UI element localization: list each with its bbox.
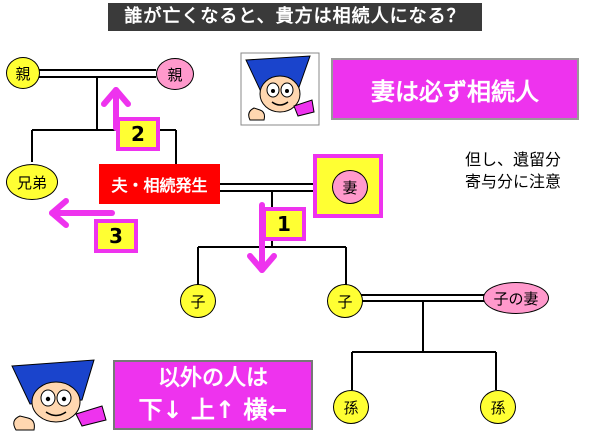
node-wife-label: 妻 [342,178,358,197]
node-child-spouse-label: 子の妻 [493,289,539,308]
callout-text: 妻は必ず相続人 [371,77,539,106]
node-child-spouse: 子の妻 [483,282,549,314]
step-3-label: 3 [109,224,123,248]
note-line-2: 寄与分に注意 [464,172,561,191]
node-grandchild-right: 孫 [480,390,516,424]
page-title: 誰が亡くなると、貴方は相続人になる？ [108,3,482,31]
node-sibling: 兄弟 [6,164,58,200]
summary-line-2: 下↓ 上↑ 横← [138,396,288,424]
step-1-label: 1 [277,212,291,236]
node-sibling-label: 兄弟 [16,173,47,192]
summary-box: 以外の人は 下↓ 上↑ 横← [113,360,313,430]
node-grandchild-right-label: 孫 [490,398,506,417]
step-2-label: 2 [131,122,145,146]
wife-always-heir-callout: 妻は必ず相続人 [331,58,579,120]
note-line-1: 但し、遺留分 [464,150,561,169]
node-wife: 妻 [332,170,368,204]
mascot-icon-top [240,52,320,126]
note-text: 但し、遺留分 寄与分に注意 [448,149,578,193]
summary-line-1: 以外の人は [157,366,268,391]
node-parent-right-label: 親 [167,65,183,84]
node-child-left-label: 子 [190,292,206,311]
node-husband-label: 夫・相続発生 [111,176,208,195]
step-2-badge: 2 [116,117,160,151]
node-child-right: 子 [327,284,363,318]
node-child-right-label: 子 [337,292,353,311]
node-grandchild-left-label: 孫 [343,398,359,417]
node-child-left: 子 [180,284,216,318]
node-parent-left-label: 親 [15,64,31,83]
node-grandchild-left: 孫 [333,390,369,424]
mascot-icon-bottom [11,359,107,431]
node-parent-right: 親 [156,58,194,90]
node-parent-left: 親 [6,57,40,89]
step-1-badge: 1 [262,207,306,241]
node-husband-deceased: 夫・相続発生 [99,164,220,204]
step-3-badge: 3 [94,219,138,253]
